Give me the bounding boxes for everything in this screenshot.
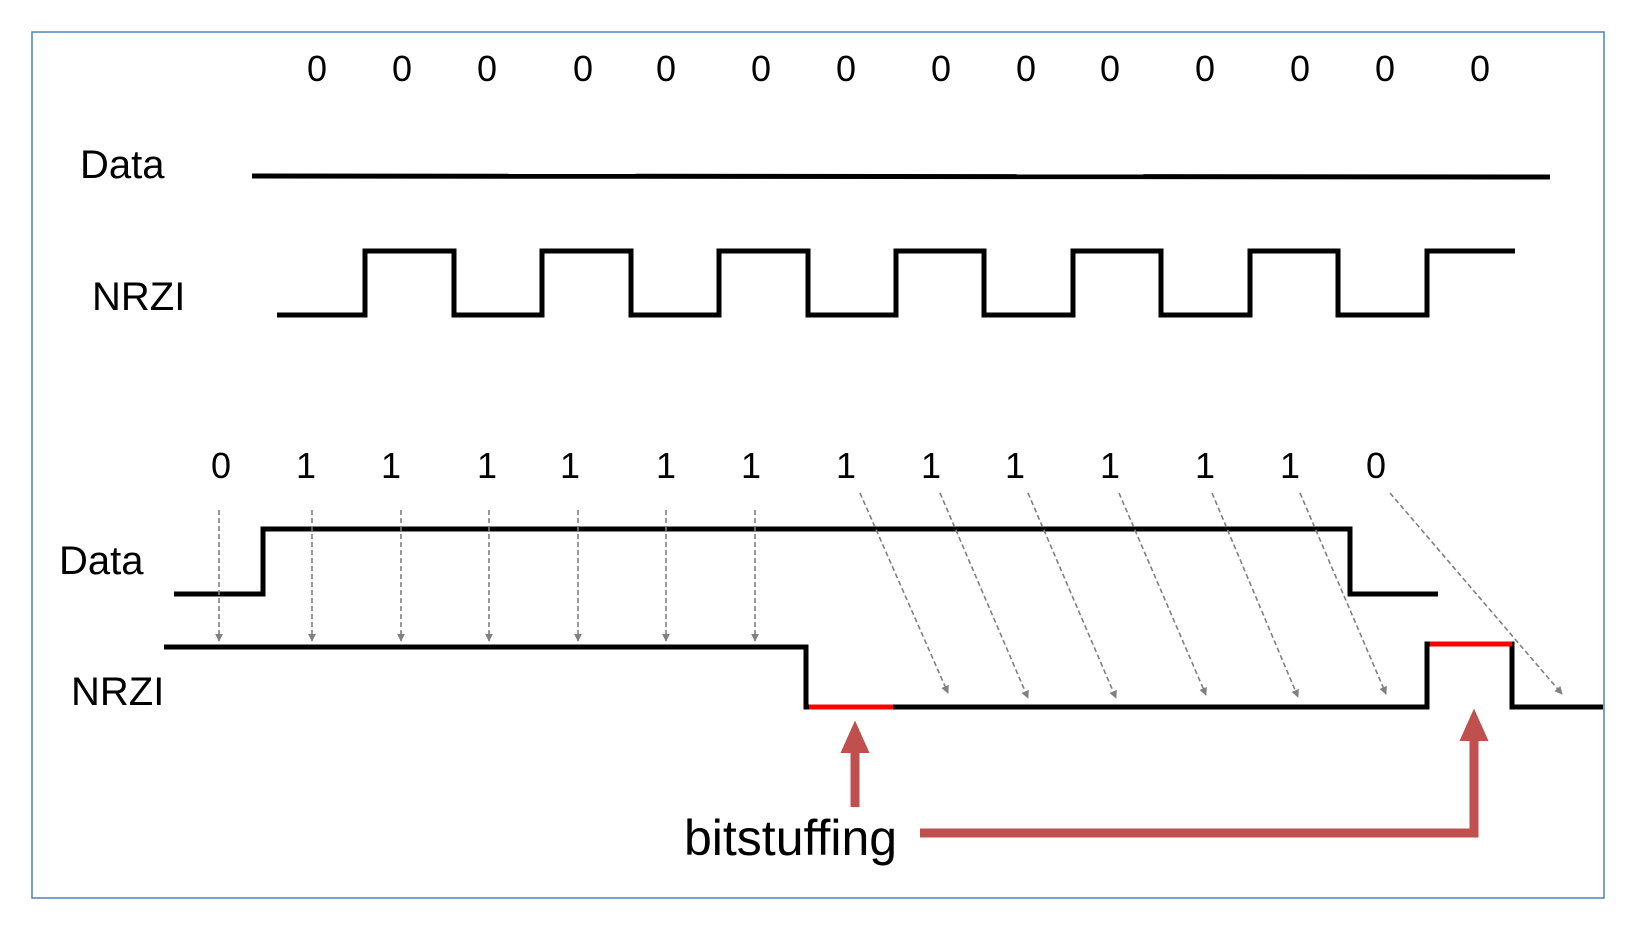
diagram-frame [31,31,1605,899]
top-nrzi-label: NRZI [92,275,185,319]
top-bit-4: 0 [656,48,676,89]
top-bit-labels: 0 0 0 0 0 0 0 0 0 0 0 0 0 0 [307,48,1490,89]
top-bit-9: 0 [1100,48,1120,89]
top-bit-5: 0 [751,48,771,89]
bottom-bit-10: 1 [1100,445,1120,486]
bottom-bit-8: 1 [921,445,941,486]
bottom-bit-labels: 0 1 1 1 1 1 1 1 1 1 1 1 1 0 [211,445,1386,486]
bottom-section: 0 1 1 1 1 1 1 1 1 1 1 1 1 0 Data NRZI [59,445,1603,866]
top-data-waveform [251,173,1551,180]
top-bit-3: 0 [573,48,593,89]
top-section: 0 0 0 0 0 0 0 0 0 0 0 0 0 0 Data NRZI [80,48,1551,319]
top-bit-1: 0 [392,48,412,89]
callout-arrow-right [920,737,1479,838]
mapping-arrow [1211,492,1299,698]
bottom-bit-11: 1 [1195,445,1215,486]
top-bit-2: 0 [477,48,497,89]
mapping-arrow [859,492,949,694]
mapping-arrow [1389,492,1563,695]
mapping-arrow [939,492,1029,699]
top-bit-10: 0 [1195,48,1215,89]
bottom-bit-2: 1 [381,445,401,486]
bottom-data-label: Data [59,539,144,583]
bitstuffing-label: bitstuffing [684,810,897,866]
callout-arrowhead-right [1459,708,1489,741]
top-bit-12: 0 [1375,48,1395,89]
top-bit-8: 0 [1016,48,1036,89]
mapping-arrow [1118,492,1207,696]
mapping-arrow [1299,492,1387,695]
bottom-bit-7: 1 [836,445,856,486]
bottom-bit-1: 1 [296,445,316,486]
bit-mapping-arrows [215,492,1563,699]
bottom-bit-6: 1 [741,445,761,486]
bitstuffing-callout-arrows [840,708,1489,838]
bottom-nrzi-waveform [164,641,1603,710]
bottom-bit-4: 1 [560,445,580,486]
top-bit-6: 0 [836,48,856,89]
bottom-bit-13: 0 [1366,445,1386,486]
top-bit-7: 0 [931,48,951,89]
top-bit-13: 0 [1470,48,1490,89]
bottom-bit-5: 1 [656,445,676,486]
top-bit-0: 0 [307,48,327,89]
bottom-bit-3: 1 [477,445,497,486]
bottom-bit-9: 1 [1005,445,1025,486]
top-data-label: Data [80,143,165,187]
top-bit-11: 0 [1290,48,1310,89]
callout-arrowhead-left [840,720,870,753]
mapping-arrow [1027,492,1117,699]
bottom-nrzi-label: NRZI [71,670,164,714]
bottom-bit-12: 1 [1280,445,1300,486]
top-nrzi-waveform [277,248,1515,318]
bottom-bit-0: 0 [211,445,231,486]
bottom-data-waveform [174,526,1438,597]
